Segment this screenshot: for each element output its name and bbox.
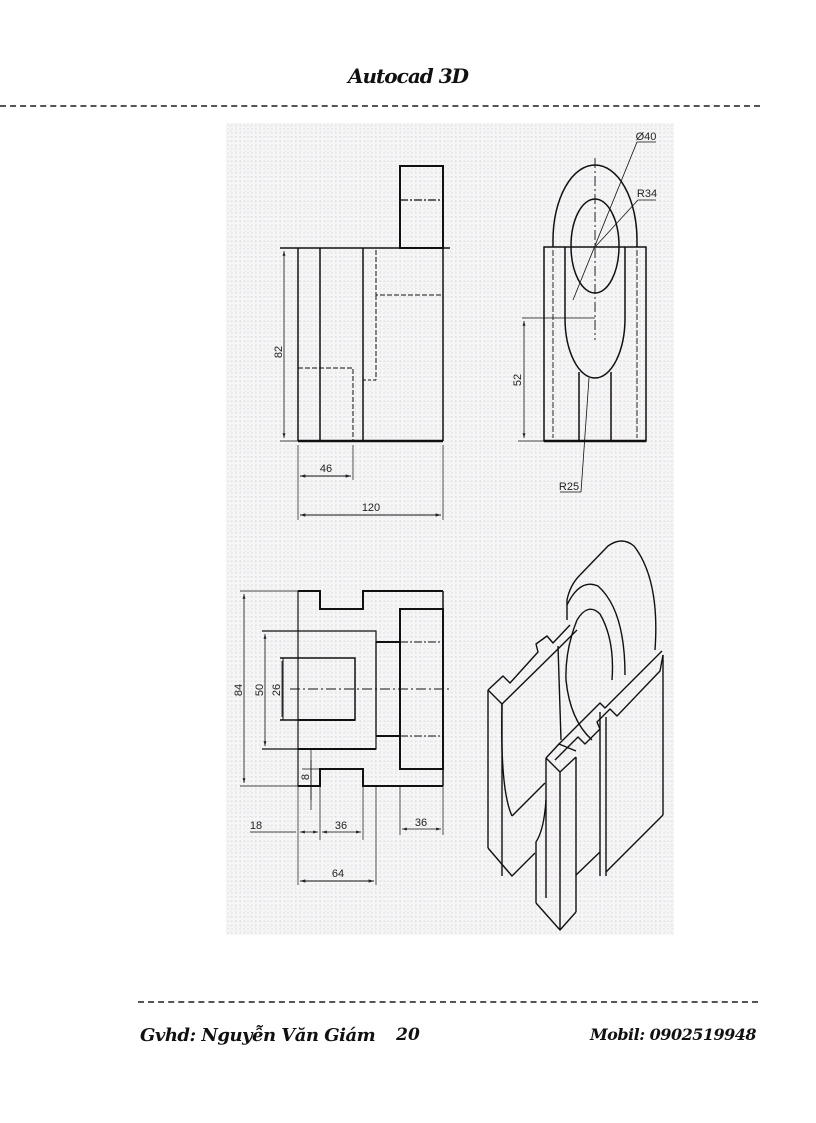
dim-radius-34: R34 [637,188,657,200]
dim-width-50: 50 [254,684,266,696]
footer-author: Gvhd: Nguyễn Văn Giám [140,1025,376,1046]
header-divider [0,105,760,107]
dim-diameter-40: Ø40 [636,131,657,143]
page-number: 20 [396,1025,420,1045]
dim-right-length-36: 36 [415,817,427,829]
dim-radius-25: R25 [559,481,579,493]
top-view [240,590,450,885]
front-view [280,165,450,520]
dim-offset-18: 18 [250,820,262,832]
dim-height-52: 52 [512,374,524,386]
dim-width-46: 46 [320,463,332,475]
dim-slot-26: 26 [271,684,283,696]
footer-divider [138,1001,758,1003]
footer-mobile: Mobil: 0902519948 [589,1025,757,1044]
dim-width-120: 120 [362,502,380,514]
dim-height-82: 82 [273,346,285,358]
header-title: Autocad 3D [348,64,469,88]
side-view [518,141,656,493]
dim-depth-84: 84 [233,684,245,696]
dim-step-8: 8 [300,774,312,780]
dim-length-64: 64 [332,868,344,880]
isometric-view [487,540,664,931]
dim-slot-length-36: 36 [335,820,347,832]
